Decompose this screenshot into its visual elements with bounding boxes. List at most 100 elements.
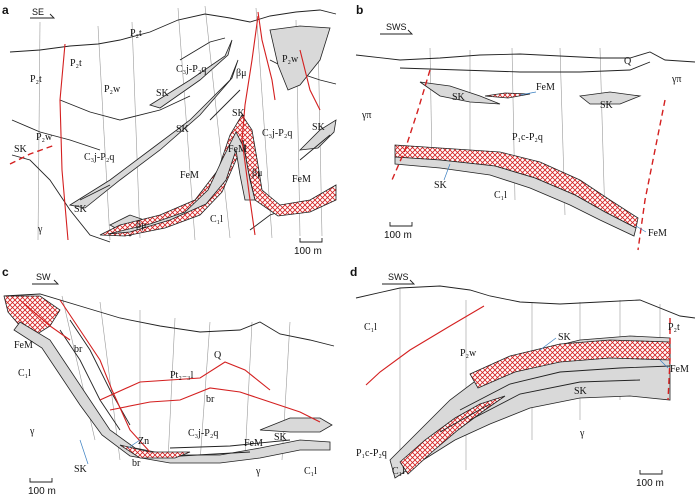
panel-c-skarn-band-1 <box>13 321 331 464</box>
panel-d-sk-2: SK <box>574 386 588 397</box>
panel-b-sk-2: SK <box>600 100 614 111</box>
panel-a-skarn-4 <box>298 119 337 151</box>
panel-c-ore-upper <box>3 295 61 337</box>
panel-d-fem: FeM <box>670 364 689 375</box>
panel-c-fem-2: FeM <box>244 438 263 449</box>
panel-a-bmu-2: βμ <box>252 168 262 179</box>
panel-d-unit-c1l-bottom: C₁l <box>392 466 405 477</box>
panel-d-unit-gamma: γ <box>579 428 585 439</box>
panel-a: a SE <box>2 3 337 257</box>
panel-a-unit-cq-mid: C₃j-P₂q <box>84 152 114 163</box>
panel-d: d SWS C₁l P₂w P₂t γ P₁ <box>350 265 696 489</box>
panel-c-unit-gamma-left: γ <box>29 426 35 437</box>
panel-d-ore-lower <box>399 395 506 475</box>
panel-a-skarn-2 <box>149 39 233 109</box>
panel-a-unit-p2w-mid: P₂w <box>104 84 121 95</box>
panel-b-direction: SWS <box>386 22 407 32</box>
panel-d-leader-1 <box>539 337 557 351</box>
panel-a-scale-bar: 100 m <box>294 238 323 257</box>
panel-a-topography <box>9 9 337 53</box>
panel-a-sk-3: SK <box>176 124 190 135</box>
panel-d-topography <box>355 285 696 319</box>
panel-b-skarn-2 <box>579 91 642 105</box>
panel-a-sk-1: SK <box>14 144 28 155</box>
svg-text:100 m: 100 m <box>636 478 664 489</box>
panel-c-unit-pt: Pt₂₋₃l <box>170 370 194 381</box>
panel-c-direction: SW <box>36 272 51 282</box>
panel-a-skarn-1 <box>68 59 239 209</box>
panel-b-q-base <box>399 61 651 73</box>
panel-a-unit-p2t-left: P₂t <box>30 74 42 85</box>
panel-a-contact-3 <box>11 154 111 243</box>
panel-d-letter: d <box>350 265 357 279</box>
panel-a-sk-4: SK <box>232 108 246 119</box>
panel-b-fault-left <box>391 69 431 181</box>
panel-b-skarn-band <box>394 156 637 237</box>
panel-b-fem-lens <box>484 92 531 99</box>
panel-c-unit-q: Q <box>214 350 222 361</box>
panel-a-unit-p2w-small: P₂w <box>36 132 53 143</box>
panel-c-leader-2 <box>79 439 89 465</box>
svg-text:100 m: 100 m <box>384 230 412 241</box>
panel-a-letter: a <box>2 3 9 17</box>
panel-a-sk-6: SK <box>74 204 88 215</box>
panel-b-unit-gpi-right: γπ <box>671 74 681 85</box>
panel-c-topography <box>3 293 335 347</box>
panel-a-fem-1: FeM <box>228 144 247 155</box>
panel-a-contact-1 <box>59 95 191 121</box>
panel-c-br-1: br <box>74 344 83 355</box>
panel-a-skarn-3 <box>269 25 331 91</box>
panel-c-skarn-band-2 <box>259 417 333 433</box>
panel-b: b SWS Q γπ γπ P₁c-P₂q C₁l SK SK S <box>355 3 696 251</box>
panel-a-bmu-3: βμ <box>136 220 146 231</box>
panel-a-fem-3: FeM <box>292 174 311 185</box>
panel-b-unit-p1c: P₁c-P₂q <box>512 132 543 143</box>
panel-a-fault-2 <box>9 144 56 165</box>
panel-b-scale-bar: 100 m <box>384 222 413 241</box>
panel-c-unit-gamma-right: γ <box>255 466 261 477</box>
panel-c-scale-bar: 100 m <box>28 478 56 497</box>
panel-a-fault-3 <box>257 11 276 101</box>
panel-d-scale-bar: 100 m <box>636 470 664 489</box>
panel-c-letter: c <box>2 265 9 279</box>
panel-a-unit-cq-right: C₃j-P₂q <box>262 128 292 139</box>
panel-c-lenses <box>59 319 291 457</box>
panel-b-direction-arrow <box>380 29 414 35</box>
panel-d-lenses <box>439 365 671 433</box>
panel-b-unit-q: Q <box>624 56 632 67</box>
panel-c-fault-3 <box>99 361 271 401</box>
panel-a-unit-c1l: C₁l <box>210 214 223 225</box>
svg-text:100 m: 100 m <box>294 246 322 257</box>
panel-c-sk-2: SK <box>274 432 288 443</box>
panel-a-contact-2 <box>11 119 101 151</box>
panel-a-unit-p2w-right: P₂w <box>282 54 299 65</box>
panel-d-unit-p2t: P₂t <box>668 322 680 333</box>
panel-a-sk-2: SK <box>156 88 170 99</box>
panel-b-leader-2 <box>443 163 451 181</box>
panel-a-direction: SE <box>32 7 44 17</box>
panel-d-unit-p2w: P₂w <box>460 348 477 359</box>
panel-b-fem-2: FeM <box>648 228 667 239</box>
panel-c-zn: Zn <box>138 436 149 447</box>
panel-a-fem-2: FeM <box>180 170 199 181</box>
panel-a-unit-p2t-mid: P₂t <box>70 58 82 69</box>
panel-b-leader-1 <box>519 91 537 96</box>
panel-d-fault-2 <box>667 318 671 401</box>
panel-c-leader-1 <box>127 439 141 449</box>
panel-a-unit-p2t-top: P₂t <box>130 28 142 39</box>
panel-a-sk-5: SK <box>312 122 326 133</box>
panel-d-leader-2 <box>659 359 669 369</box>
panel-b-unit-c1l: C₁l <box>494 190 507 201</box>
panel-b-sk-1: SK <box>452 92 466 103</box>
panel-d-direction-arrow <box>382 279 416 285</box>
panel-b-fault-right <box>637 99 666 251</box>
panel-c-direction-arrow <box>32 279 60 285</box>
panel-b-skarn-1 <box>419 81 501 105</box>
panel-d-fault-1 <box>365 305 485 386</box>
panel-a-unit-gamma: γ <box>37 224 43 235</box>
panel-d-unit-c1l-top: C₁l <box>364 322 377 333</box>
panel-c-fault-4 <box>19 299 71 341</box>
panel-b-fem-1: FeM <box>536 82 555 93</box>
panel-b-sk-3: SK <box>434 180 448 191</box>
panel-c-ore-lower <box>119 444 191 459</box>
